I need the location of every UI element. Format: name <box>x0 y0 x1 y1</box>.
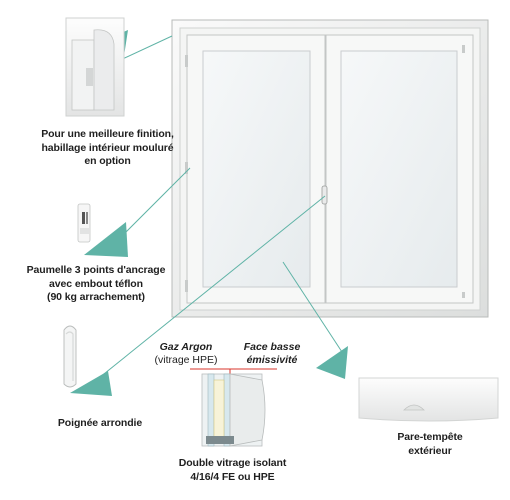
paumelle-detail-image <box>77 203 91 243</box>
leader-line <box>282 261 343 353</box>
label-gaz-argon: Gaz Argon (vitrage HPE) <box>154 341 218 366</box>
left-glass <box>202 50 311 288</box>
poignee-detail-image <box>63 325 77 388</box>
hinge-icon <box>462 45 465 53</box>
hinge-icon <box>185 280 188 292</box>
right-glass <box>340 50 458 288</box>
pare-tempete-image <box>358 377 499 422</box>
window-handle-icon <box>321 185 328 205</box>
pointer-triangle-icon <box>70 371 112 396</box>
caption-poignee: Poignée arrondie <box>57 417 143 429</box>
hinge-icon <box>185 55 188 67</box>
caption-finition: Pour une meilleure finition, habillage i… <box>41 128 174 167</box>
finition-detail-image <box>65 17 125 117</box>
caption-pare-tempete: Pare-tempête extérieur <box>397 431 463 457</box>
caption-paumelle: Paumelle 3 points d'ancrage avec embout … <box>26 264 166 303</box>
pointer-triangle-icon <box>316 346 348 379</box>
double-vitrage-cross-section <box>190 368 277 447</box>
leader-line <box>83 195 326 391</box>
caption-vitrage: Double vitrage isolant 4/16/4 FE ou HPE <box>178 457 287 483</box>
pointer-triangle-icon <box>84 222 128 257</box>
hinge-icon <box>462 292 465 298</box>
leader-line <box>115 35 173 63</box>
label-face-basse: Face basse émissivité <box>243 341 301 366</box>
leader-line <box>117 167 191 241</box>
hinge-icon <box>185 162 188 174</box>
